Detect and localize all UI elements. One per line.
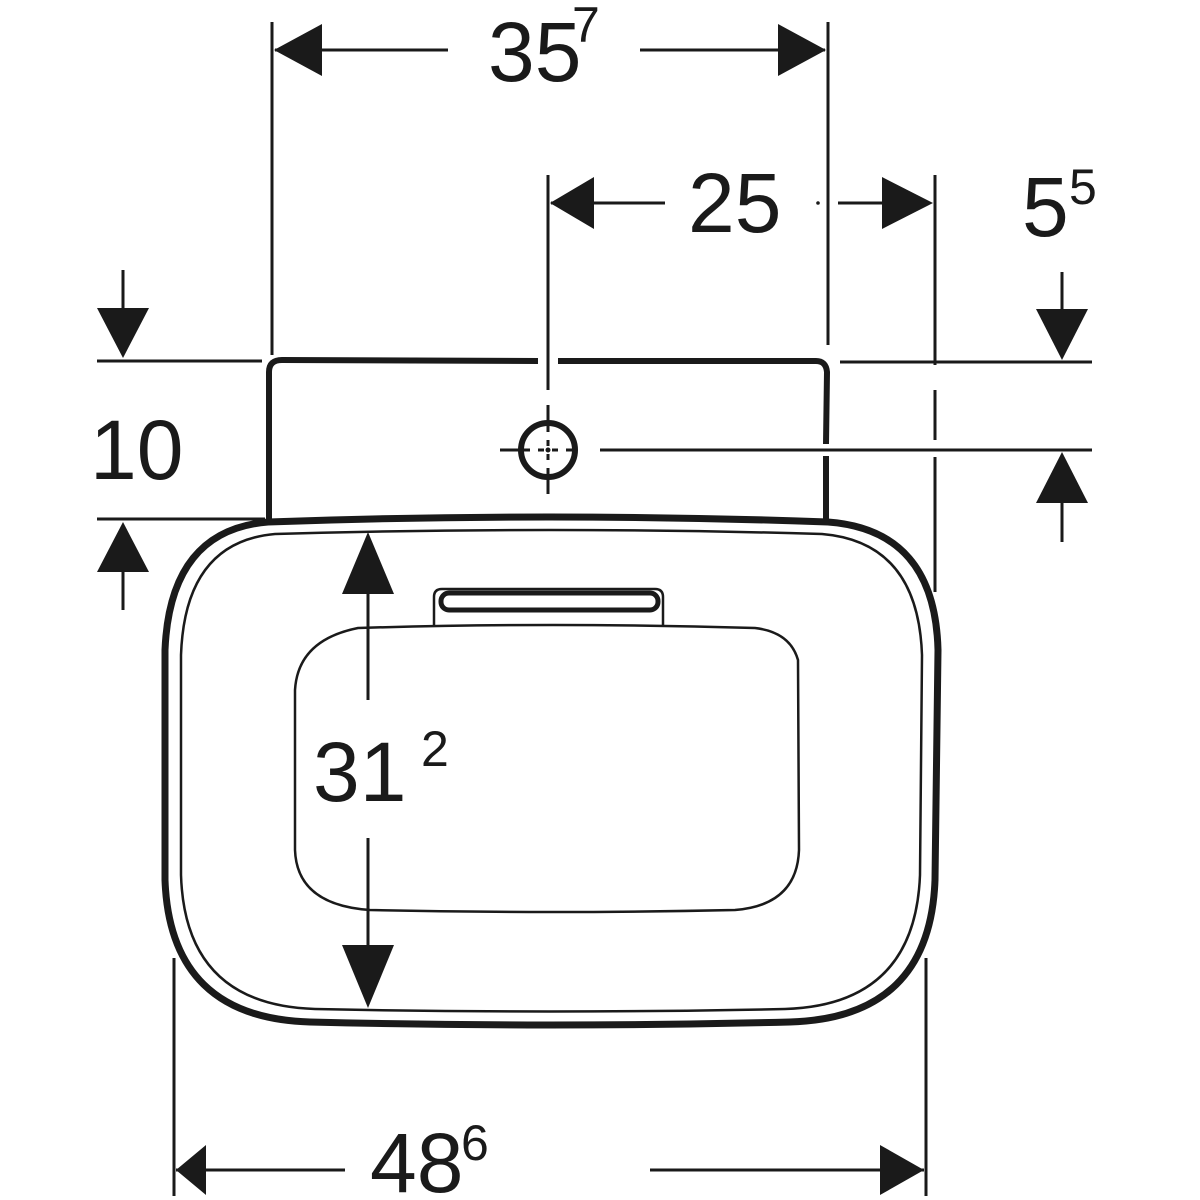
arrow-right-icon: [778, 24, 826, 76]
dimension-label-main: 35: [488, 5, 581, 99]
tap-hole-crosshair-icon: [500, 405, 578, 494]
dot-marker: [816, 201, 820, 205]
dimension-label-sup: 6: [461, 1115, 489, 1171]
overflow-frame: [432, 587, 665, 627]
dimension-bowl-depth: 31 2: [313, 532, 449, 1008]
arrow-left-icon: [176, 1145, 206, 1195]
arrow-up-icon: [1036, 452, 1088, 503]
dimension-top-width: 35 7: [270, 0, 830, 355]
arrow-up-icon: [342, 532, 394, 594]
dimension-label-main: 31: [313, 725, 406, 819]
arrow-right-icon: [882, 177, 933, 229]
outer-basin-outline: [161, 513, 942, 1029]
dimension-back-depth: 10: [90, 270, 265, 610]
rear-ledge: [266, 356, 831, 522]
dimension-tap-hole-vertical: [600, 272, 1092, 542]
arrow-left-icon: [274, 24, 322, 76]
arrow-down-icon: [342, 945, 394, 1008]
rear-ledge-outline: [266, 356, 831, 520]
dimension-tap-hole-offset: 25: [546, 156, 820, 390]
tap-hole-center-dot: [545, 447, 551, 453]
outer-rim: [161, 513, 942, 1029]
arrow-right-icon: [880, 1145, 924, 1195]
dimension-label-main: 10: [90, 403, 183, 497]
inner-bowl-outline: [293, 623, 801, 914]
dimension-label-sup: 5: [1069, 159, 1097, 215]
dimension-label-main: 48: [370, 1116, 463, 1200]
overflow-opening: [438, 590, 661, 613]
inner-rim: [179, 528, 924, 1013]
dimension-label-main: 25: [688, 156, 781, 250]
overflow-slot-icon: [432, 587, 665, 627]
arrow-down-icon: [1036, 309, 1088, 360]
arrow-left-icon: [550, 177, 594, 229]
arrow-up-icon: [97, 522, 149, 572]
arrow-down-icon: [97, 308, 149, 358]
bowl-outline: [293, 623, 801, 914]
dimension-side-offset: 5 5: [838, 159, 1097, 592]
dimension-overall-width: 48 6: [172, 958, 928, 1200]
dimension-label-sup: 2: [421, 721, 449, 777]
dimension-label-main: 5: [1022, 160, 1069, 254]
dimension-label-sup: 7: [572, 0, 600, 53]
